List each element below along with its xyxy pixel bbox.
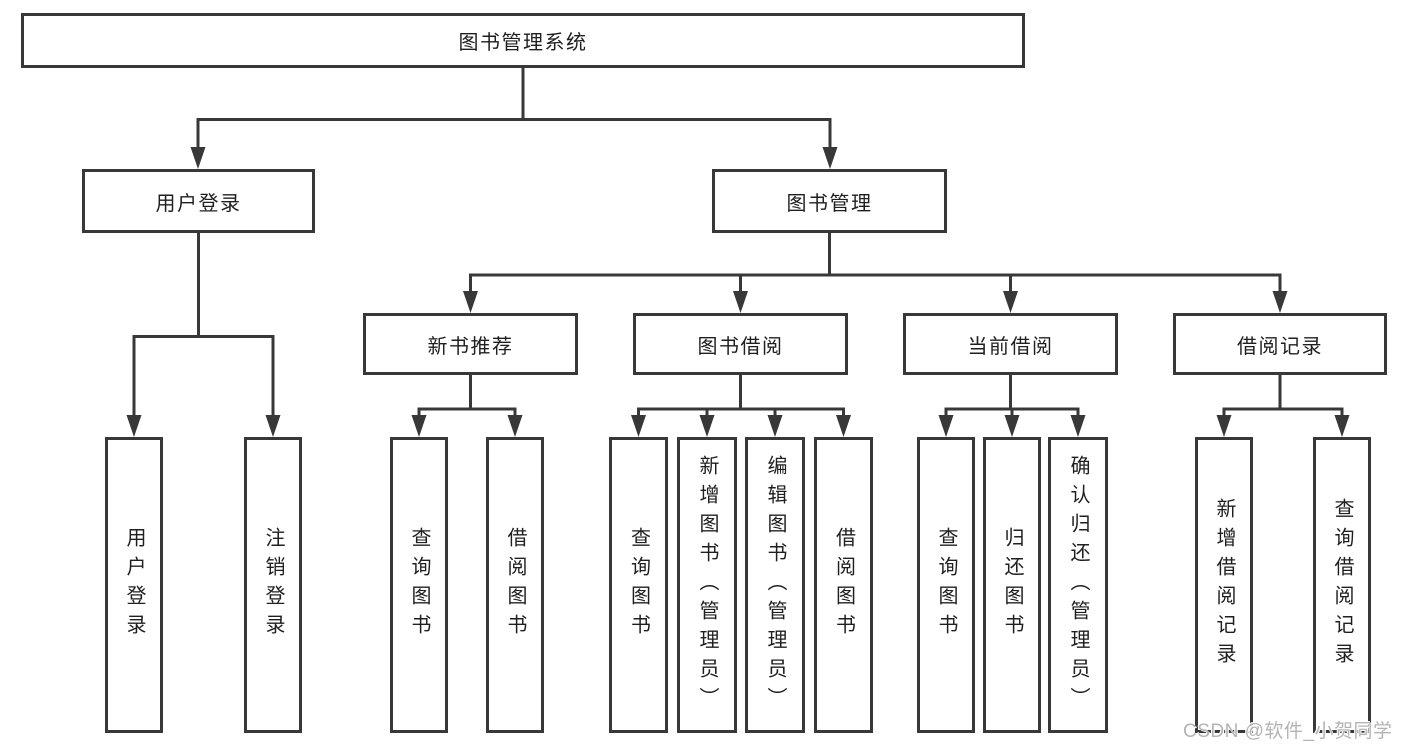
leaf-recommend-query-book: 查询图书 <box>390 437 448 733</box>
node-book-borrowing: 图书借阅 <box>633 313 848 375</box>
node-library-system: 图书管理系统 <box>21 13 1025 68</box>
leaf-borrowing-edit-book-admin: 编辑图书（管理员） <box>745 437 805 733</box>
leaf-records-add-borrow-record: 新增借阅记录 <box>1195 437 1253 733</box>
leaf-current-return-book: 归还图书 <box>983 437 1041 733</box>
leaf-login-logout: 注销登录 <box>244 437 302 733</box>
node-current-borrowing: 当前借阅 <box>903 313 1118 375</box>
leaf-login-user-login: 用户登录 <box>105 437 163 733</box>
csdn-watermark: CSDN @软件_小贺同学 <box>1183 721 1393 742</box>
leaf-current-query-book: 查询图书 <box>917 437 975 733</box>
leaf-borrowing-add-book-admin: 新增图书（管理员） <box>677 437 737 733</box>
leaf-borrowing-borrow-book: 借阅图书 <box>814 437 873 733</box>
leaf-borrowing-query-book: 查询图书 <box>609 437 668 733</box>
node-book-management: 图书管理 <box>712 169 947 233</box>
node-user-login: 用户登录 <box>82 169 315 233</box>
leaf-records-query-borrow-record: 查询借阅记录 <box>1313 437 1371 733</box>
leaf-recommend-borrow-book: 借阅图书 <box>486 437 544 733</box>
node-borrow-records: 借阅记录 <box>1173 313 1387 375</box>
leaf-current-confirm-return-admin: 确认归还（管理员） <box>1048 437 1108 733</box>
node-new-book-recommend: 新书推荐 <box>363 313 578 375</box>
